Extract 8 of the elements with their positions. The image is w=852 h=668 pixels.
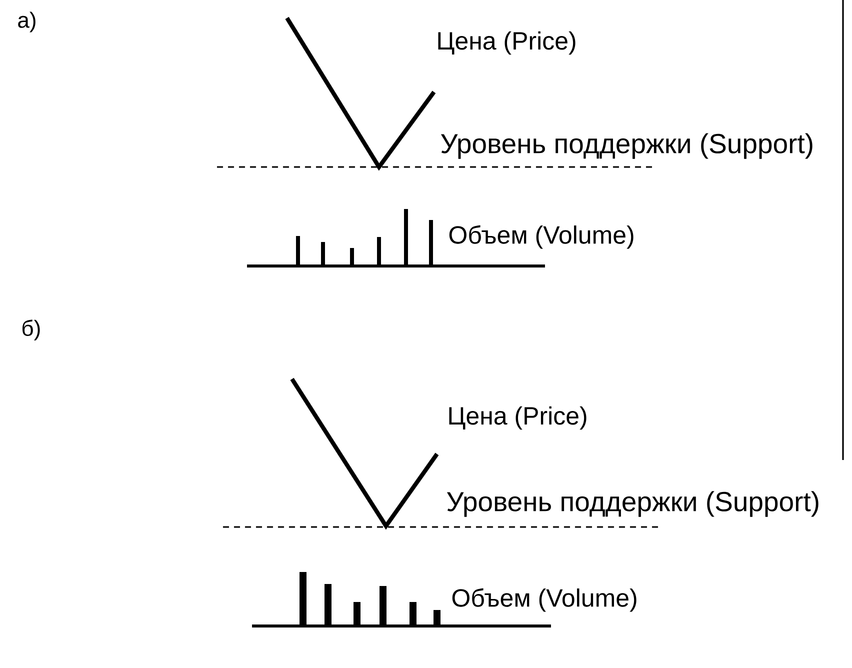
volume-label: Объем (Volume)	[449, 225, 634, 249]
price-label: Цена (Price)	[438, 31, 576, 55]
price-label: Цена (Price)	[449, 406, 586, 430]
support-label: Уровень поддержки (Support)	[446, 491, 818, 517]
panel-label: а)	[18, 12, 36, 32]
volume-label: Объем (Volume)	[452, 588, 636, 612]
support-label: Уровень поддержки (Support)	[440, 133, 812, 159]
panel-label: б)	[22, 320, 40, 340]
